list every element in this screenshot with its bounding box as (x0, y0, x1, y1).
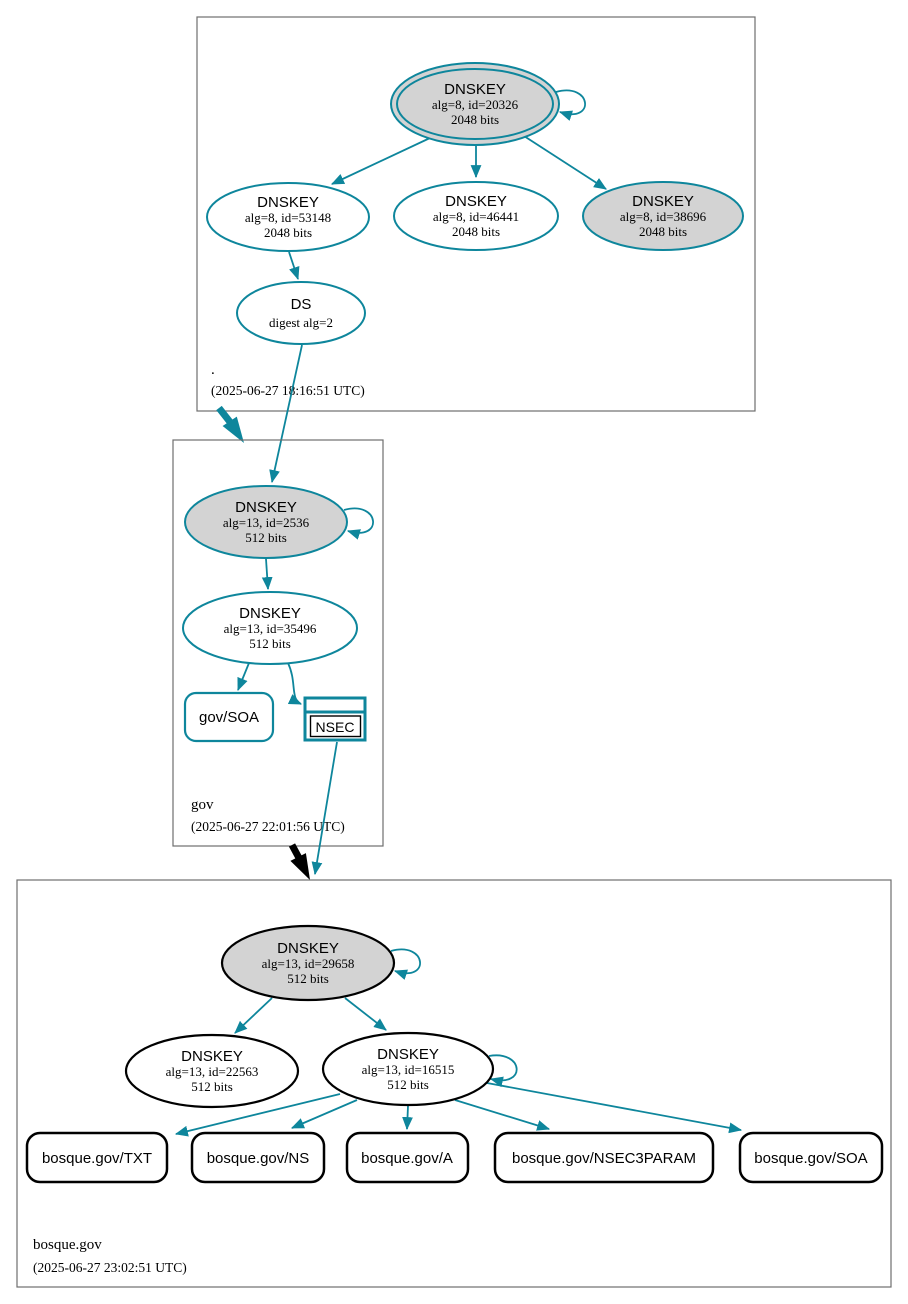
dnskey-46441-title: DNSKEY (445, 193, 507, 210)
bosque-zsk2-self-sign-loop (488, 1054, 518, 1088)
edge-gov-zsk-to-nsec (287, 662, 302, 705)
edge-zsk2-to-nsec3param (454, 1099, 551, 1131)
dnskey-38696-title: DNSKEY (632, 193, 694, 210)
bosque-soa-node: bosque.gov/SOA (738, 1131, 884, 1184)
dnskey-53148-node: DNSKEY alg=8, id=53148 2048 bits (206, 182, 370, 252)
edge-nsec-to-bosque-zone (311, 741, 338, 876)
bosque-a-node: bosque.gov/A (345, 1131, 470, 1184)
dnskey-2536-detail1: alg=13, id=2536 (223, 515, 310, 530)
zone-box-bosque: bosque.gov (2025-06-27 23:02:51 UTC) DNS… (16, 879, 892, 1288)
dnskey-29658-detail2: 512 bits (287, 971, 329, 986)
edge-root-zsk1-to-ds (288, 251, 300, 281)
dnskey-46441-detail1: alg=8, id=46441 (433, 209, 519, 224)
dnskey-22563-title: DNSKEY (181, 1048, 243, 1065)
edge-ds-to-gov-ksk (269, 344, 303, 484)
gov-zone-name: gov (191, 797, 214, 813)
root-zone-name: . (211, 362, 215, 378)
dnskey-35496-detail2: 512 bits (249, 636, 291, 651)
dnskey-35496-title: DNSKEY (239, 605, 301, 622)
ds-detail1: digest alg=2 (269, 315, 333, 330)
bosque-soa-label: bosque.gov/SOA (754, 1150, 867, 1167)
dnskey-22563-node: DNSKEY alg=13, id=22563 512 bits (124, 1033, 300, 1109)
bosque-ns-label: bosque.gov/NS (207, 1150, 310, 1167)
edge-root-ksk-to-zsk3 (523, 135, 607, 190)
edge-gov-ksk-to-zsk (261, 558, 273, 591)
dnskey-2536-title: DNSKEY (235, 499, 297, 516)
dnskey-22563-detail2: 512 bits (191, 1079, 233, 1094)
root-zone-border (196, 16, 756, 412)
gov-nsec-label: NSEC (316, 719, 355, 735)
bosque-ksk-self-sign-loop (390, 948, 421, 980)
dnskey-53148-detail2: 2048 bits (264, 225, 312, 240)
dnskey-46441-detail2: 2048 bits (452, 224, 500, 239)
bosque-a-label: bosque.gov/A (361, 1150, 453, 1167)
bosque-zone-name: bosque.gov (33, 1237, 102, 1253)
dnskey-53148-detail1: alg=8, id=53148 (245, 210, 331, 225)
root-ksk-self-sign-loop (555, 89, 586, 121)
gov-soa-label: gov/SOA (199, 709, 259, 726)
ds-node: DS digest alg=2 (236, 281, 366, 345)
zone-box-gov: gov (2025-06-27 22:01:56 UTC) DNSKEY alg… (172, 439, 384, 847)
zone-box-root: . (2025-06-27 18:16:51 UTC) DNSKEY alg=8… (196, 16, 756, 412)
edge-root-ksk-to-zsk1 (331, 137, 431, 185)
dnskey-20326-node: DNSKEY alg=8, id=20326 2048 bits (390, 62, 560, 146)
edge-bosque-ksk-to-zsk2 (344, 997, 387, 1031)
edge-zsk2-to-ns (291, 1099, 358, 1129)
dnskey-16515-detail1: alg=13, id=16515 (362, 1062, 455, 1077)
ds-title: DS (291, 296, 312, 313)
dnskey-29658-detail1: alg=13, id=29658 (262, 956, 355, 971)
dnskey-16515-title: DNSKEY (377, 1046, 439, 1063)
dnskey-38696-detail1: alg=8, id=38696 (620, 209, 707, 224)
edge-zsk2-to-txt (174, 1093, 341, 1137)
bosque-zone-timestamp: (2025-06-27 23:02:51 UTC) (33, 1260, 187, 1275)
dnskey-38696-node: DNSKEY alg=8, id=38696 2048 bits (582, 181, 744, 251)
dnskey-22563-detail1: alg=13, id=22563 (166, 1064, 259, 1079)
dnskey-53148-title: DNSKEY (257, 194, 319, 211)
dnskey-20326-detail1: alg=8, id=20326 (432, 97, 519, 112)
gov-ksk-self-sign-loop (343, 507, 374, 540)
dnskey-46441-node: DNSKEY alg=8, id=46441 2048 bits (393, 181, 559, 251)
edge-zsk2-to-soa (486, 1082, 743, 1134)
gov-zone-border (172, 439, 384, 847)
bosque-nsec3param-label: bosque.gov/NSEC3PARAM (512, 1150, 696, 1167)
gov-nsec-node: NSEC (303, 696, 367, 742)
gov-zone-timestamp: (2025-06-27 22:01:56 UTC) (191, 819, 345, 834)
dnskey-20326-title: DNSKEY (444, 81, 506, 98)
dnskey-16515-detail2: 512 bits (387, 1077, 429, 1092)
delegation-arrow-root-to-gov (216, 405, 244, 443)
bosque-ns-node: bosque.gov/NS (190, 1131, 326, 1184)
dnskey-2536-detail2: 512 bits (245, 530, 287, 545)
bosque-nsec3param-node: bosque.gov/NSEC3PARAM (493, 1131, 715, 1184)
dnskey-29658-title: DNSKEY (277, 940, 339, 957)
edge-zsk2-to-a (402, 1105, 413, 1131)
gov-soa-node: gov/SOA (183, 691, 275, 743)
bosque-txt-label: bosque.gov/TXT (42, 1150, 152, 1167)
edge-gov-zsk-to-soa (237, 662, 250, 692)
dnskey-16515-node: DNSKEY alg=13, id=16515 512 bits (321, 1031, 495, 1107)
bosque-txt-node: bosque.gov/TXT (25, 1131, 169, 1184)
bosque-zone-border (16, 879, 892, 1288)
dnskey-2536-node: DNSKEY alg=13, id=2536 512 bits (184, 485, 348, 559)
dnskey-35496-detail1: alg=13, id=35496 (224, 621, 317, 636)
root-zone-timestamp: (2025-06-27 18:16:51 UTC) (211, 383, 365, 398)
dnskey-20326-detail2: 2048 bits (451, 112, 499, 127)
delegation-arrow-gov-to-bosque (288, 843, 310, 880)
dnskey-38696-detail2: 2048 bits (639, 224, 687, 239)
dnskey-35496-node: DNSKEY alg=13, id=35496 512 bits (182, 591, 358, 665)
dnskey-29658-node: DNSKEY alg=13, id=29658 512 bits (220, 924, 396, 1002)
edge-bosque-ksk-to-zsk1 (234, 997, 273, 1034)
